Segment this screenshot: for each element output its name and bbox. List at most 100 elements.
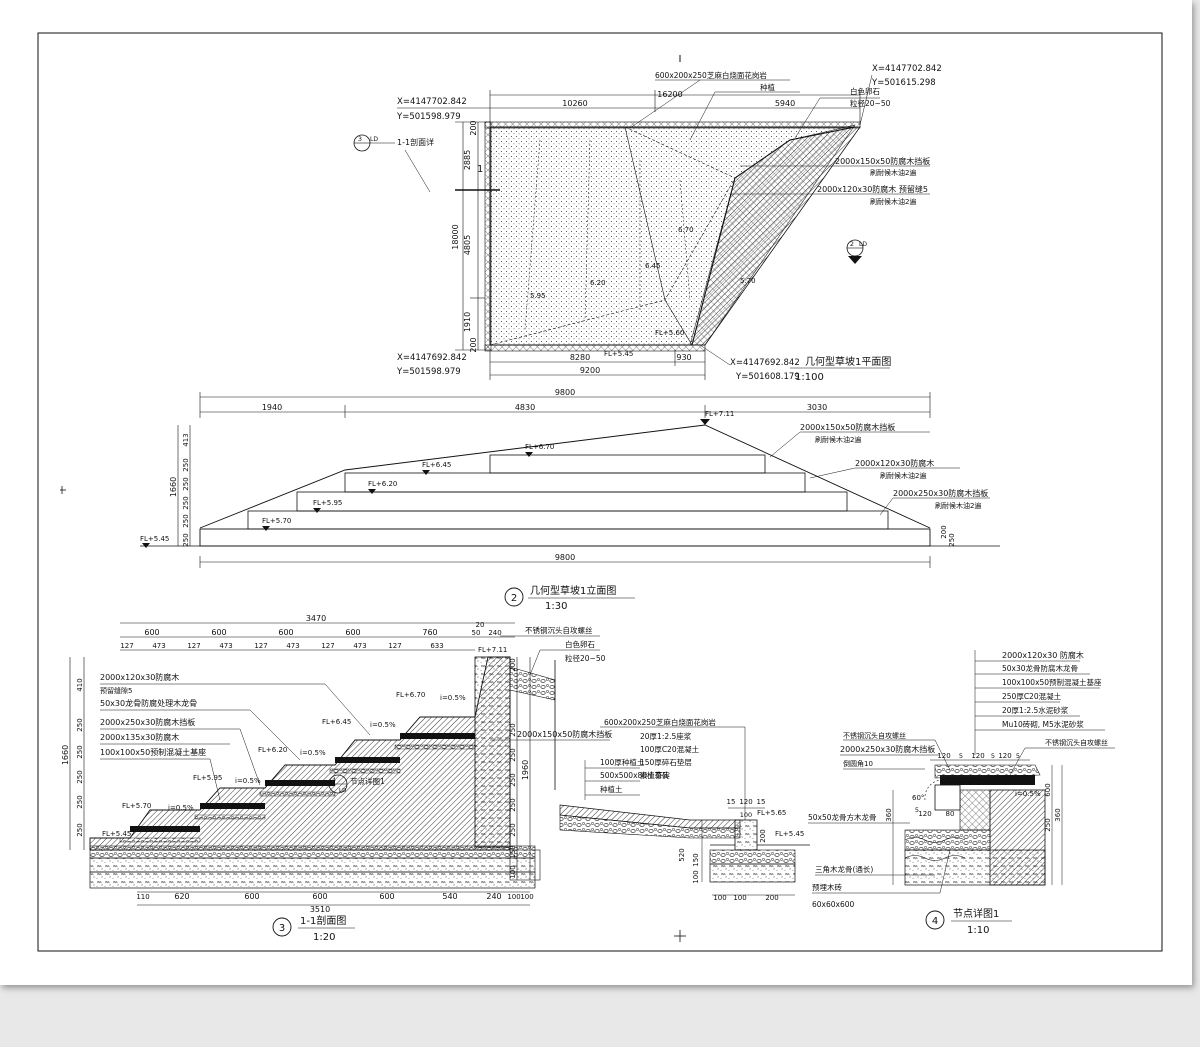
svg-text:540: 540: [442, 892, 457, 901]
curb-note-1: 600x200x250芝麻白烧面花岗岩: [604, 717, 716, 727]
elev-dim-v-total: 1660: [169, 477, 178, 497]
elev-dim-r-2: 250: [948, 533, 956, 546]
plan-fl-mid: FL+5.60: [655, 329, 684, 337]
svg-text:5: 5: [991, 752, 995, 760]
svg-text:127: 127: [321, 642, 334, 650]
svg-text:80: 80: [946, 810, 955, 818]
svg-text:i=0.5%: i=0.5%: [370, 721, 396, 729]
elev-dim-v-2: 250: [182, 458, 190, 471]
svg-text:100: 100: [733, 894, 746, 902]
elev-fl-5: FL+5.70: [262, 517, 291, 525]
plan-note-r-2: 粒径20~50: [850, 98, 891, 108]
plan-curb-left: [484, 121, 492, 351]
elev-scale: 1:30: [545, 601, 567, 612]
node-title: 节点详图1: [953, 907, 999, 920]
elev-dim-v-3: 250: [182, 477, 190, 490]
plan-dim-top-c: 5940: [775, 99, 795, 108]
elev-dim-c: 3030: [807, 403, 827, 412]
curb-fl-2: FL+5.45: [775, 830, 804, 838]
elev-fl-1: FL+6.70: [525, 443, 554, 451]
svg-text:20: 20: [476, 621, 485, 629]
elev-note-1: 2000x150x50防腐木挡板: [800, 422, 895, 432]
plan-dim-left-a: 2885: [463, 150, 472, 170]
svg-text:127: 127: [388, 642, 401, 650]
svg-text:250: 250: [76, 770, 84, 783]
elev-dim-r-1: 200: [940, 525, 948, 538]
svg-text:FL+5.95: FL+5.95: [193, 774, 222, 782]
node-note-1: 2000x120x30 防腐木: [1002, 650, 1084, 660]
plan-section-ref: 3 LD 1-1剖面详: [353, 134, 434, 193]
curb-note-5: 素土夯实: [640, 770, 670, 780]
svg-text:520: 520: [678, 848, 686, 861]
svg-text:473: 473: [353, 642, 366, 650]
plan-note-r-1: 白色卵石: [850, 86, 880, 96]
plan-view: 10260 16200 5940 8280 930 9200 200 2885 …: [353, 55, 942, 383]
svg-text:110: 110: [136, 893, 149, 901]
svg-text:5: 5: [915, 806, 919, 814]
curb-note-7: 500x500x80植草砖: [600, 770, 670, 780]
sec-note-l4: 2000x250x30防腐木挡板: [100, 717, 195, 727]
svg-text:i=0.5%: i=0.5%: [300, 749, 326, 757]
sec-dim-total-top: 3470: [306, 614, 326, 623]
svg-text:150: 150: [509, 845, 517, 858]
sec-note-l3: 50x30龙骨防腐处理木龙骨: [100, 698, 197, 708]
elev-fl-4: FL+5.95: [313, 499, 342, 507]
plan-val-4: 5.95: [530, 292, 546, 300]
svg-text:760: 760: [422, 628, 437, 637]
curb-note-6: 100厚种植土: [600, 757, 645, 767]
sec-slope-list: i=0.5% i=0.5% i=0.5% i=0.5% i=0.5%: [168, 694, 466, 812]
curb-dim-bottom: 100 100 200: [712, 894, 795, 902]
sec-note-l2: 预留缝隙5: [100, 686, 132, 695]
svg-text:250: 250: [76, 745, 84, 758]
svg-text:600: 600: [244, 892, 259, 901]
plan-gravel-strip: [689, 124, 856, 346]
svg-text:240: 240: [486, 892, 501, 901]
plan-title: 几何型草坡1平面图: [805, 355, 891, 368]
svg-text:600: 600: [211, 628, 226, 637]
svg-text:LD: LD: [370, 136, 378, 143]
plan-note-r-6: 刷耐候木油2遍: [870, 197, 916, 206]
node-note-14: 60x60x600: [812, 900, 855, 909]
elev-title: 几何型草坡1立面图: [530, 584, 616, 597]
drawing-sheet: 10260 16200 5940 8280 930 9200 200 2885 …: [0, 0, 1192, 985]
svg-text:150: 150: [692, 853, 700, 866]
plan-val-2: 6.45: [645, 262, 661, 270]
elev-dim-v-5: 250: [182, 514, 190, 527]
plan-note-r-4: 刷耐候木油2遍: [870, 168, 916, 177]
sec-note-tr1: 不锈钢沉头自攻螺丝: [525, 625, 593, 635]
elev-fl-top: FL+7.11: [705, 410, 734, 418]
curb-dim-h-small: 100: [740, 811, 752, 819]
plan-coord-tr-x: X=4147702.842: [872, 64, 942, 74]
svg-text:633: 633: [430, 642, 443, 650]
plan-val-3: 6.20: [590, 279, 606, 287]
svg-text:600: 600: [312, 892, 327, 901]
elev-fl-2: FL+6.45: [422, 461, 451, 469]
plan-dim-bottom-a: 8280: [570, 353, 590, 362]
svg-text:LD: LD: [339, 788, 346, 794]
svg-text:250: 250: [509, 773, 517, 786]
node-dims-small: 5 120 80: [915, 806, 955, 818]
sec-num: 3: [279, 923, 285, 934]
node-dims-top: 120 5 120 5 120 5: [937, 752, 1020, 760]
svg-text:FL+6.45: FL+6.45: [322, 718, 351, 726]
node-note-6: Mu10砖砌, M5水泥砂浆: [1002, 719, 1084, 729]
svg-text:100: 100: [713, 894, 726, 902]
svg-text:50: 50: [472, 629, 481, 637]
sec-note-l1: 2000x120x30防腐木: [100, 672, 179, 682]
sec-sub-dims: 127 473 127 473 127 473 127 473 127 633: [120, 642, 443, 650]
plan-coord-bl-x: X=4147692.842: [397, 353, 467, 363]
elev-fl-base: FL+5.45: [140, 535, 169, 543]
plan-val-1: 6.70: [678, 226, 694, 234]
plan-dim-top-a: 10260: [562, 99, 587, 108]
elev-note-2b: 刷耐候木油2遍: [880, 471, 926, 480]
svg-text:15: 15: [727, 798, 736, 806]
svg-text:360: 360: [1054, 808, 1062, 821]
svg-text:250: 250: [76, 823, 84, 836]
svg-text:250: 250: [1044, 818, 1052, 831]
elevation-view: 9800 1940 4830 3030 FL+7.11 FL+6.70 FL+6…: [60, 388, 1000, 612]
sec-dim-v-list: 410 250 250 250 250 250: [76, 678, 84, 836]
node-slope: i=0.5%: [1015, 790, 1041, 798]
plan-dim-left-c: 1910: [463, 312, 472, 332]
sec-note-r1: 2000x150x50防腐木挡板: [517, 729, 612, 739]
plan-dim-bottom-b: 930: [676, 353, 691, 362]
